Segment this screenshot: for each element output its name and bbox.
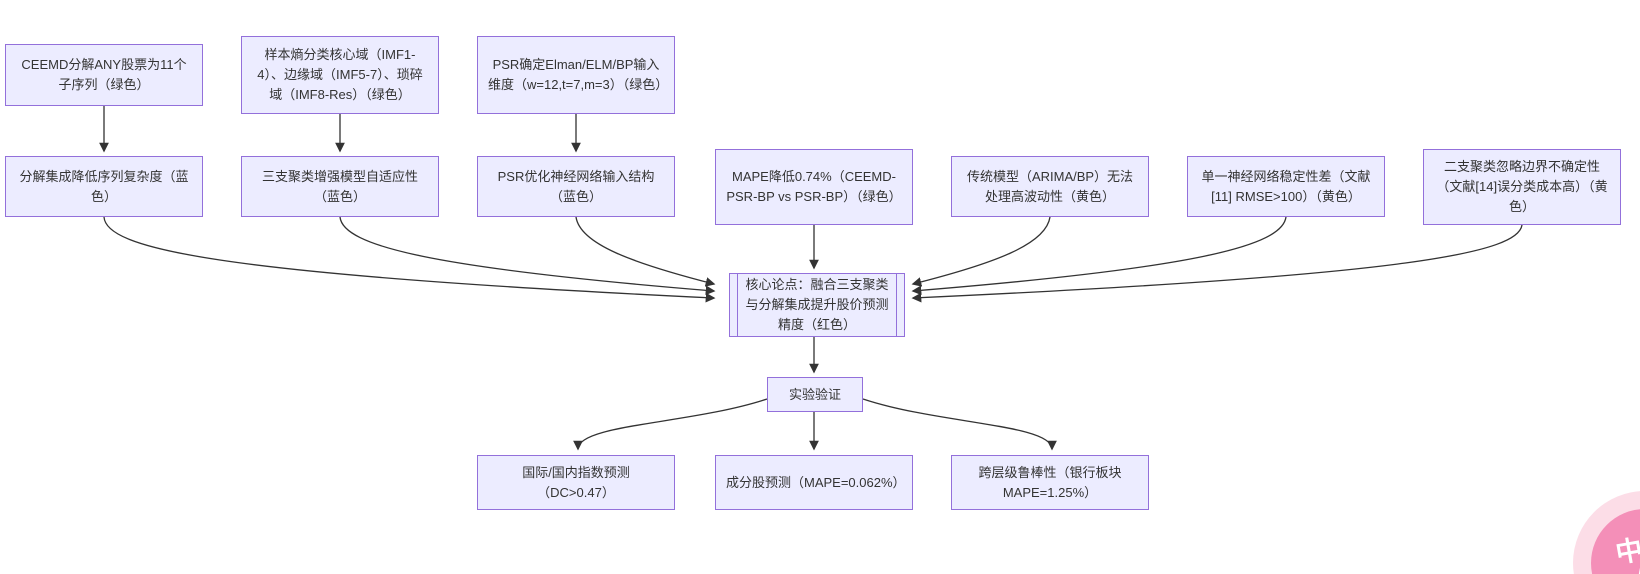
edge-mid7-core: [911, 224, 1523, 303]
node-core-thesis: 核心论点：融合三支聚类与分解集成提升股价预测精度（红色）: [729, 273, 905, 337]
node-experiment-validation: 实验验证: [767, 377, 863, 412]
node-psr-dimensions: PSR确定Elman/ELM/BP输入维度（w=12,t=7,m=3）（绿色）: [477, 36, 675, 114]
edge-mid2-core: [339, 216, 716, 296]
node-cross-level-robust: 跨层级鲁棒性（银行板块MAPE=1.25%）: [951, 455, 1149, 510]
node-three-way-adaptivity: 三支聚类增强模型自适应性（蓝色）: [241, 156, 439, 217]
node-ceemd-decompose: CEEMD分解ANY股票为11个子序列（绿色）: [5, 44, 203, 106]
node-index-forecast: 国际/国内指数预测（DC>0.47）: [477, 455, 675, 510]
edge-exp-bottom3: [862, 398, 1057, 451]
node-psr-input-structure: PSR优化神经网络输入结构（蓝色）: [477, 156, 675, 217]
badge-text: 中文 AI: [1613, 530, 1640, 574]
node-constituent-forecast: 成分股预测（MAPE=0.062%）: [715, 455, 913, 510]
edge-mid6-core: [911, 216, 1287, 296]
edge-mid1-core: [103, 216, 716, 303]
node-traditional-models: 传统模型（ARIMA/BP）无法处理高波动性（黄色）: [951, 156, 1149, 217]
floating-logo-badge[interactable]: 中文 AI: [1573, 491, 1640, 574]
node-single-nn-stability: 单一神经网络稳定性差（文献[11] RMSE>100）（黄色）: [1187, 156, 1385, 217]
edge-mid5-core: [911, 216, 1051, 287]
node-two-way-boundary: 二支聚类忽略边界不确定性（文献[14]误分类成本高）（黄色）: [1423, 149, 1621, 225]
node-decompose-complexity: 分解集成降低序列复杂度（蓝色）: [5, 156, 203, 217]
node-mape-improvement: MAPE降低0.74%（CEEMD-PSR-BP vs PSR-BP）（绿色）: [715, 149, 913, 225]
node-sample-entropy: 样本熵分类核心域（IMF1-4）、边缘域（IMF5-7）、琐碎域（IMF8-Re…: [241, 36, 439, 114]
edge-mid3-core: [575, 216, 716, 287]
edge-exp-bottom1: [573, 398, 768, 451]
